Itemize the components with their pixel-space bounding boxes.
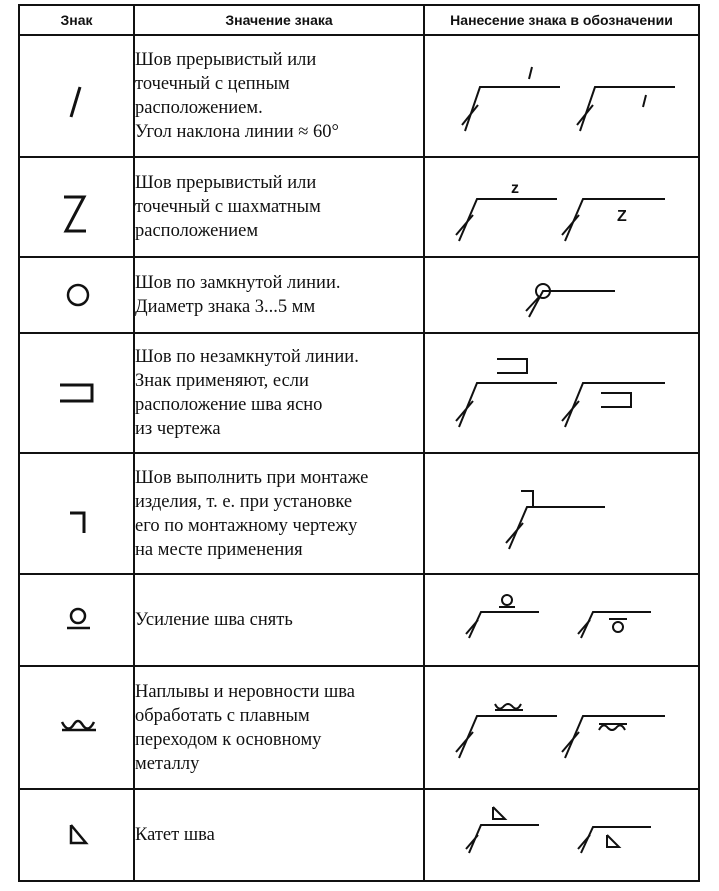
corner-flag-icon [70, 511, 86, 533]
slash-icon [69, 86, 82, 118]
application-cell [423, 332, 700, 454]
application-cell: z Z [423, 156, 700, 258]
meaning-line: Катет шва [135, 825, 215, 845]
meaning-line: расположением [135, 221, 259, 241]
meaning-line: Угол наклона линии ≈ 60° [135, 122, 339, 142]
meaning-line: Усиление шва снять [135, 610, 293, 630]
leader-line-smooth-transition-examples-icon [455, 703, 665, 759]
meaning-line: Шов выполнить при монтаже [135, 467, 369, 488]
application-cell [423, 788, 700, 882]
meaning-line: Знак применяют, если [135, 371, 309, 391]
meaning-cell: Наплывы и неровности шва обработать с пл… [133, 665, 425, 790]
z-label: z [511, 180, 519, 197]
meaning-line: Шов прерывистый или [135, 173, 317, 193]
application-cell [423, 452, 700, 575]
meaning-cell: Усиление шва снять [133, 573, 425, 667]
table-row: Наплывы и неровности шва обработать с пл… [18, 665, 700, 790]
leader-line-mounting-example-icon [505, 490, 605, 550]
sign-cell [18, 788, 135, 882]
table-row: Шов выполнить при монтаже изделия, т. е.… [18, 452, 700, 575]
open-bracket-icon [60, 383, 94, 403]
reinforcement-remove-icon [67, 607, 90, 630]
smooth-transition-icon [60, 719, 96, 732]
sign-cell [18, 156, 135, 258]
meaning-line: расположением. [135, 98, 263, 118]
meaning-line: переходом к основному [135, 729, 322, 750]
table-row: Усиление шва снять [18, 573, 700, 667]
meaning-cell: Шов по незамкнутой линии. Знак применяют… [133, 332, 425, 454]
meaning-cell: Шов прерывистый или точечный с цепным ра… [133, 34, 425, 158]
meaning-line: точечный с цепным [135, 74, 290, 94]
sign-cell [18, 256, 135, 334]
meaning-line: металлу [135, 753, 200, 774]
header-row: Знак Значение знака Нанесение знака в об… [18, 4, 700, 36]
application-cell [423, 34, 700, 158]
z-icon [63, 195, 87, 233]
application-cell [423, 256, 700, 334]
sign-cell [18, 34, 135, 158]
triangle-leg-icon [69, 824, 89, 845]
sign-cell [18, 452, 135, 575]
leader-line-z-examples-icon: z Z [455, 180, 665, 242]
meaning-line: обработать с плавным [135, 705, 310, 726]
table-row: Шов прерывистый или точечный с шахматным… [18, 156, 700, 258]
meaning-line: его по монтажному чертежу [135, 515, 358, 536]
meaning-line: Шов по незамкнутой линии. [135, 347, 359, 367]
meaning-cell: Шов прерывистый или точечный с шахматным… [133, 156, 425, 258]
meaning-cell: Шов выполнить при монтаже изделия, т. е.… [133, 452, 425, 575]
header-sign: Знак [18, 4, 135, 36]
sign-cell [18, 573, 135, 667]
leader-line-bracket-examples-icon [455, 358, 665, 428]
table-row: Катет шва [18, 788, 700, 882]
sign-cell [18, 665, 135, 790]
leader-line-remove-reinforcement-examples-icon [465, 594, 651, 639]
weld-symbols-table: Знак Значение знака Нанесение знака в об… [18, 4, 700, 882]
circle-icon [66, 283, 90, 307]
meaning-cell: Катет шва [133, 788, 425, 882]
meaning-line: Наплывы и неровности шва [135, 681, 355, 702]
leader-line-leg-examples-icon [465, 806, 651, 854]
meaning-line: Диаметр знака 3...5 мм [135, 297, 316, 317]
header-application: Нанесение знака в обозначении [423, 4, 700, 36]
meaning-line: из чертежа [135, 419, 221, 439]
application-cell [423, 665, 700, 790]
meaning-line: расположение шва ясно [135, 395, 323, 415]
leader-line-slash-examples-icon [461, 66, 675, 132]
application-cell [423, 573, 700, 667]
table-row: Шов по замкнутой линии. Диаметр знака 3.… [18, 256, 700, 334]
meaning-line: Шов прерывистый или [135, 50, 317, 70]
sign-cell [18, 332, 135, 454]
leader-line-circle-example-icon [525, 283, 615, 318]
meaning-line: изделия, т. е. при установке [135, 491, 353, 512]
meaning-line: Шов по замкнутой линии. [135, 273, 341, 293]
table-row: Шов прерывистый или точечный с цепным ра… [18, 34, 700, 158]
meaning-cell: Шов по замкнутой линии. Диаметр знака 3.… [133, 256, 425, 334]
z-label: Z [617, 208, 627, 225]
meaning-line: точечный с шахматным [135, 197, 321, 217]
header-meaning: Значение знака [133, 4, 425, 36]
meaning-line: на месте применения [135, 539, 303, 560]
table-row: Шов по незамкнутой линии. Знак применяют… [18, 332, 700, 454]
